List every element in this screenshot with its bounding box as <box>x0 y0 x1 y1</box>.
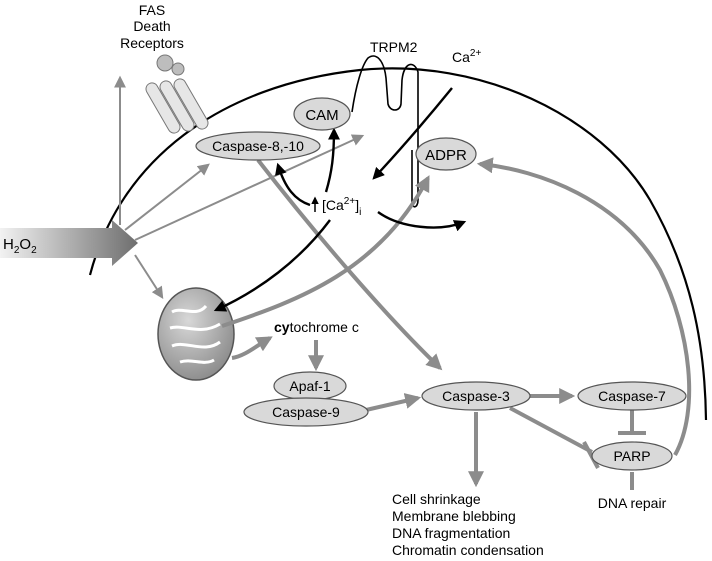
arrow-ca-to-mito <box>213 219 331 312</box>
label-h2o2: H2O2 <box>3 236 37 256</box>
arrow-mito-to-cytochrome <box>231 336 273 360</box>
arrow-mito-to-adpr <box>221 175 430 328</box>
label-outcome: Chromatin condensation <box>392 542 544 558</box>
label-caspase-9: Caspase-9 <box>272 404 340 420</box>
label-trpm2: TRPM2 <box>370 39 418 55</box>
mitochondrion-icon <box>157 287 235 381</box>
trpm2-channel <box>351 55 419 208</box>
arrow-h2o2-to-mito <box>134 254 164 300</box>
label-adpr: ADPR <box>425 147 467 164</box>
label-ca-ion: Ca2+ <box>452 48 481 65</box>
label-apaf1: Apaf-1 <box>289 378 330 394</box>
inhibit-caspase7-parp <box>618 410 646 435</box>
label-fas: FAS <box>139 2 165 18</box>
label-caspase-8-10: Caspase-8,-10 <box>212 138 304 154</box>
arrow-parp-to-adpr <box>476 157 692 456</box>
node-parp <box>591 441 673 471</box>
node-adpr <box>415 137 477 171</box>
arrow-ca-to-cam <box>324 127 340 193</box>
arrow-ca-to-right <box>377 211 467 232</box>
label-caspase-3: Caspase-3 <box>442 388 510 404</box>
arrow-h2o2-to-caspase8 <box>124 163 210 231</box>
node-cam <box>293 97 351 131</box>
arrow-caspase8-to-caspase3 <box>256 158 443 371</box>
label-caspase-7: Caspase-7 <box>598 388 666 404</box>
label-outcome: DNA fragmentation <box>392 525 510 541</box>
fas-receptor-icon <box>145 54 209 134</box>
cell-membrane <box>88 67 708 421</box>
arrow-h2o2-to-trpm2 <box>134 134 365 241</box>
node-caspase-7 <box>577 381 687 411</box>
label-dna-repair: DNA repair <box>598 495 667 511</box>
label-cytochrome-c: cytochrome c <box>274 319 359 335</box>
label-death: Death <box>133 18 170 34</box>
label-cam: CAM <box>305 107 338 124</box>
node-caspase-8-10 <box>195 131 321 161</box>
h2o2-arrow <box>0 220 138 266</box>
node-caspase-3 <box>421 381 531 411</box>
arrow-ca-to-caspase8 <box>275 162 311 207</box>
label-parp: PARP <box>613 448 650 464</box>
label-receptors: Receptors <box>120 35 184 51</box>
label-outcome: Membrane blebbing <box>392 508 516 524</box>
node-caspase-9 <box>243 397 369 427</box>
arrow-caspase9-to-caspase3 <box>365 393 422 412</box>
label-ca-intracellular: [Ca2+]i <box>322 196 361 218</box>
inhibit-caspase3-parp <box>509 406 600 469</box>
arrow-ca-influx <box>372 87 453 180</box>
label-outcome: Cell shrinkage <box>392 491 481 507</box>
